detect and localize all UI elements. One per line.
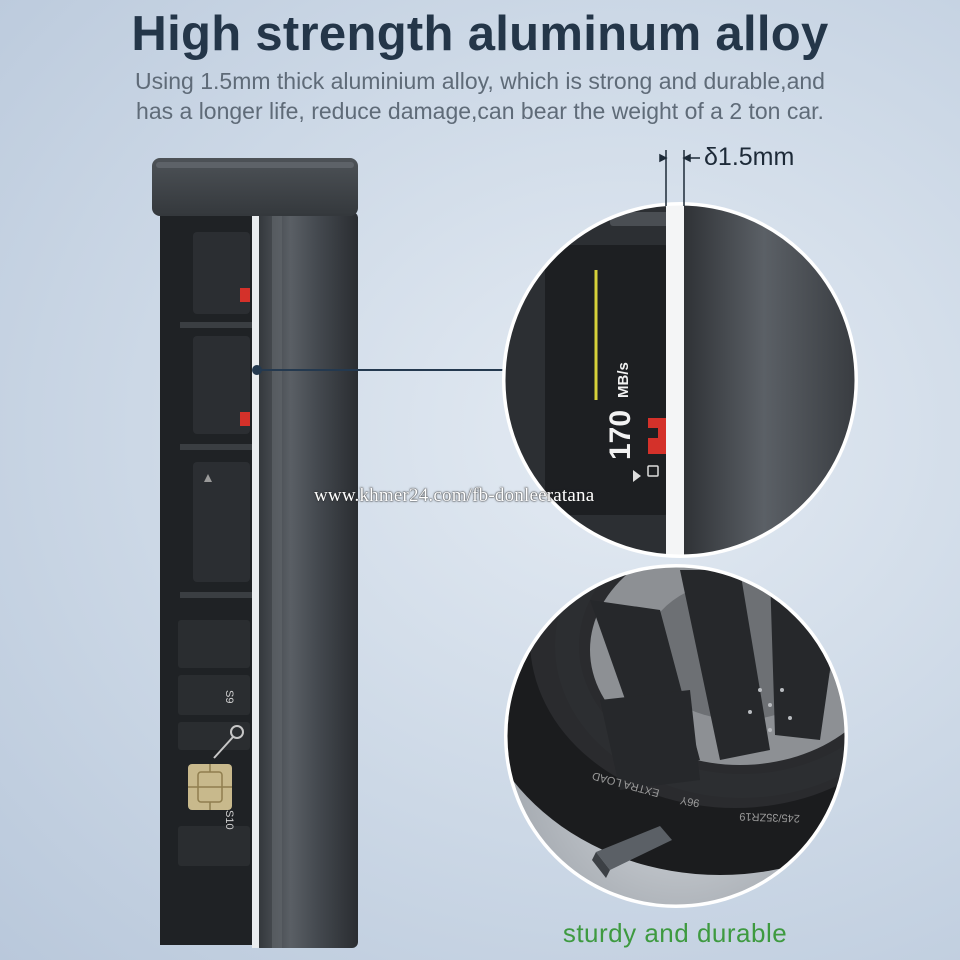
tire-marking-3: 245/35ZR19 <box>739 810 800 824</box>
wheel-load-zoom: 96Y EXTRA LOAD 245/35ZR19 <box>504 564 848 908</box>
card-speed: 170 <box>604 410 637 460</box>
slot-label-s10: S10 <box>223 810 235 830</box>
card-case: S9 S10 <box>152 158 520 948</box>
thickness-zoom: 170 MB/s <box>502 150 858 558</box>
thickness-label: δ1.5mm <box>704 143 795 171</box>
subtext-line-1: Using 1.5mm thick aluminium alloy, which… <box>135 68 825 94</box>
tire-marking-1: 96Y <box>679 794 701 809</box>
thickness-dimension <box>659 150 700 206</box>
card-speed-unit: MB/s <box>615 362 632 398</box>
headline: High strength aluminum alloy <box>131 7 829 61</box>
watermark: www.khmer24.com/fb-donleeratana <box>314 485 595 506</box>
subtext: Using 1.5mm thick aluminium alloy, which… <box>0 66 960 126</box>
slot-label-s9: S9 <box>223 690 235 703</box>
caption: sturdy and durable <box>562 918 788 948</box>
subtext-line-2: has a longer life, reduce damage,can bea… <box>136 98 824 124</box>
card-tray: S9 S10 <box>178 232 258 866</box>
